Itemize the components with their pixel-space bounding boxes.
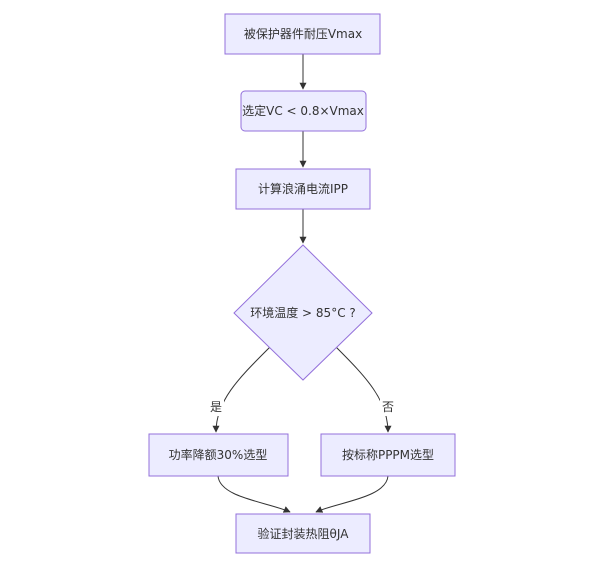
edge-temp-to-pppm [335, 346, 392, 433]
node-derate: 功率降额30%选型 [148, 433, 289, 477]
node-ipp: 计算浪涌电流IPP [235, 168, 371, 210]
edges [212, 54, 392, 513]
edge-derate-to-verify [217, 475, 291, 513]
edge-label-no: 否 [380, 398, 396, 416]
edge-label-yes-text: 是 [210, 400, 222, 414]
edge-label-no-text: 否 [382, 400, 394, 414]
node-ipp-label: 计算浪涌电流IPP [258, 181, 348, 196]
node-vmax-label: 被保护器件耐压Vmax [244, 27, 362, 41]
edge-pppm-to-verify [315, 475, 389, 513]
edge-temp-to-derate [212, 346, 271, 433]
node-pppm: 按标称PPPM选型 [320, 433, 456, 477]
node-pppm-label: 按标称PPPM选型 [342, 448, 434, 462]
edge-label-yes: 是 [208, 398, 224, 416]
node-temp-decision: 环境温度 > 85°C ? [233, 244, 373, 381]
node-vmax: 被保护器件耐压Vmax [224, 13, 381, 55]
node-vc-label: 选定VC < 0.8×Vmax [242, 103, 364, 118]
node-temp-label: 环境温度 > 85°C ? [250, 305, 356, 320]
node-vc: 选定VC < 0.8×Vmax [240, 90, 367, 132]
node-verify: 验证封装热阻θJA [235, 513, 371, 554]
node-derate-label: 功率降额30%选型 [169, 447, 268, 462]
node-verify-label: 验证封装热阻θJA [258, 526, 350, 541]
